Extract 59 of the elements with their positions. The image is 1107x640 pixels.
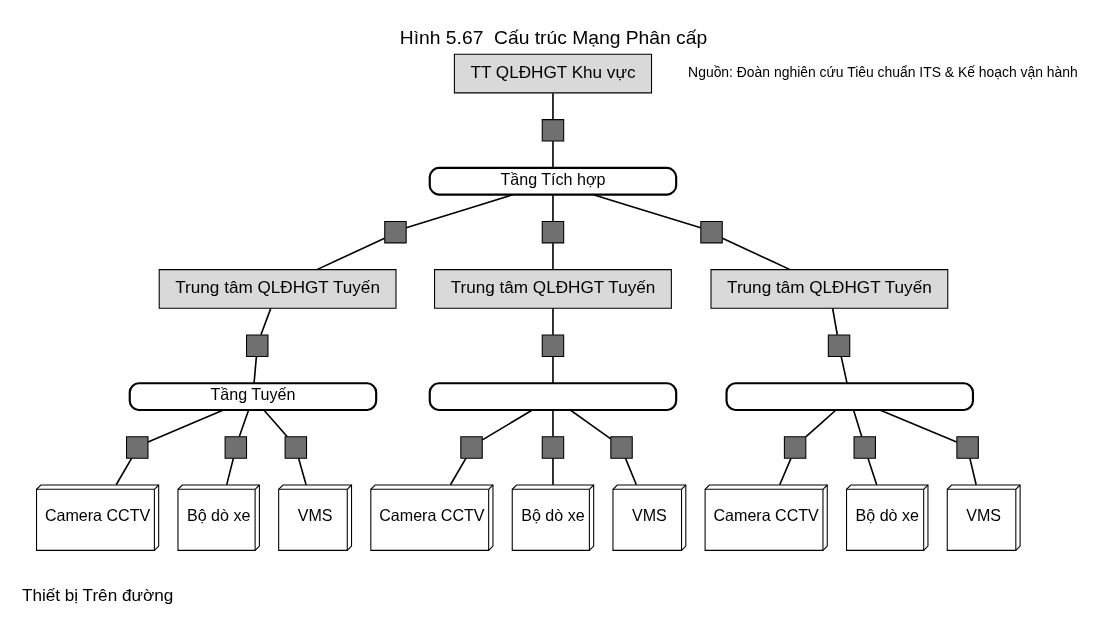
node-box xyxy=(384,220,407,244)
connector xyxy=(721,237,791,271)
connector xyxy=(552,409,554,438)
connector xyxy=(297,457,307,486)
node-box xyxy=(224,436,248,459)
label: Thiết bị Trên đường xyxy=(22,584,174,605)
node-box: Tầng Tích hợp xyxy=(428,166,678,196)
connector xyxy=(840,355,848,384)
node-box xyxy=(541,334,565,357)
connector xyxy=(552,140,554,169)
node-box xyxy=(827,334,851,357)
node-box xyxy=(610,436,633,459)
node-box xyxy=(700,220,723,244)
connector xyxy=(569,409,612,440)
connector xyxy=(225,457,235,486)
connector xyxy=(405,193,514,229)
node-box xyxy=(541,220,565,244)
connector xyxy=(552,307,554,336)
connector xyxy=(263,409,288,438)
connector xyxy=(147,409,225,443)
node-box: Trung tâm QLĐHGT Tuyến xyxy=(158,269,397,309)
connector xyxy=(552,457,554,486)
node-band xyxy=(428,382,678,412)
connector xyxy=(624,457,638,486)
connector xyxy=(316,237,386,271)
connector xyxy=(552,242,554,271)
connector xyxy=(552,355,554,384)
connector xyxy=(115,457,133,486)
connector xyxy=(867,457,878,486)
node-box xyxy=(246,334,269,357)
connector xyxy=(260,307,272,336)
connector xyxy=(969,457,977,486)
node-box: TT QLĐHGT Khu vực xyxy=(453,53,653,94)
node-box: Tầng Tuyến xyxy=(128,382,378,412)
diagram-title: Hình 5.67 Cấu trúc Mạng Phân cấp xyxy=(399,27,708,48)
node-box xyxy=(853,436,876,459)
connector xyxy=(449,457,467,486)
node-band xyxy=(725,382,975,412)
node-box: Trung tâm QLĐHGT Tuyến xyxy=(710,269,949,309)
node-box xyxy=(460,436,483,459)
connector xyxy=(592,193,702,229)
connector xyxy=(831,307,839,336)
connector xyxy=(238,409,250,438)
connector xyxy=(253,355,258,384)
node-box xyxy=(541,436,565,459)
label: Nguồn: Đoàn nghiên cứu Tiêu chuẩn ITS & Kế hoạch vận hành xyxy=(688,64,1078,81)
node-box: Trung tâm QLĐHGT Tuyến xyxy=(434,269,672,309)
connector xyxy=(879,409,958,443)
node-box xyxy=(783,436,807,459)
node-box xyxy=(541,119,565,142)
connector xyxy=(481,409,533,441)
connector xyxy=(805,409,837,438)
connector xyxy=(552,92,554,121)
connector xyxy=(852,409,863,438)
node-box xyxy=(284,436,308,459)
node-box xyxy=(956,436,979,459)
connector xyxy=(552,194,554,222)
connector xyxy=(778,457,792,486)
node-box xyxy=(126,436,149,459)
